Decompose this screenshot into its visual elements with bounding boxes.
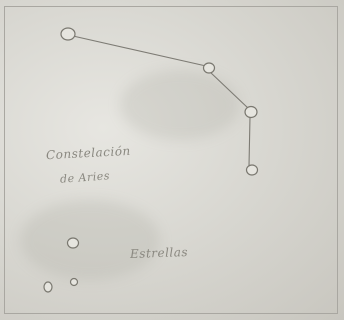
star-circle xyxy=(60,27,76,41)
paper-smudge xyxy=(20,200,160,280)
stars-label: Estrellas xyxy=(129,244,189,262)
star-circle xyxy=(245,164,259,176)
paper-edge xyxy=(4,6,338,314)
constellation-line xyxy=(72,35,207,67)
legend-star-circle xyxy=(69,277,79,287)
star-circle xyxy=(202,62,216,74)
constellation-line xyxy=(248,116,251,167)
legend-star-circle xyxy=(66,237,80,249)
constellation-line xyxy=(209,71,250,110)
star-circle xyxy=(244,105,258,119)
legend-star-circle xyxy=(43,281,53,293)
